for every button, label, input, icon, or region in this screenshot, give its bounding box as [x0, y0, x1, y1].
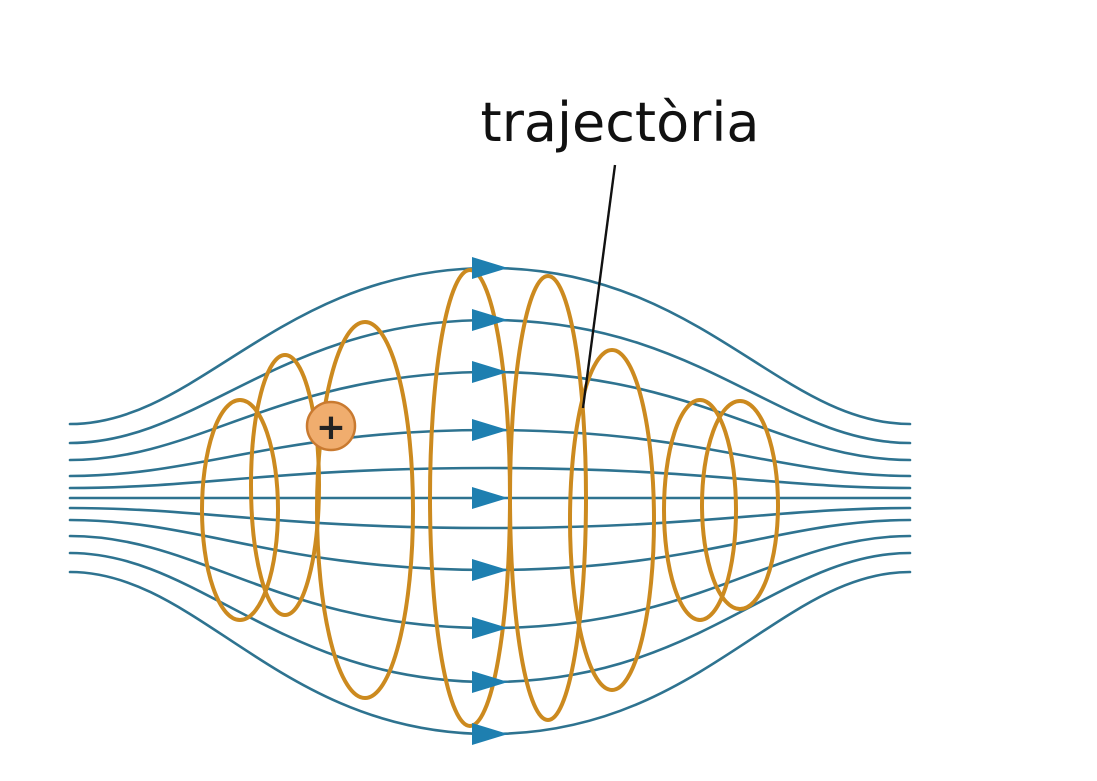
- field-line: [68, 506, 912, 530]
- arrow-icon: [472, 723, 508, 745]
- arrow-icon: [472, 487, 508, 509]
- particle-trajectory: [200, 268, 780, 728]
- field-line: [68, 266, 912, 426]
- trajectory-loop: [568, 348, 656, 692]
- arrow-icon: [472, 617, 508, 639]
- trajectory-loop: [662, 398, 738, 622]
- positive-charge-circle: [305, 400, 357, 452]
- arrow-icon: [472, 309, 508, 331]
- trajectory-loop: [200, 398, 280, 622]
- label-pointer-line: [581, 164, 617, 409]
- trajectory-loop: [508, 274, 588, 722]
- field-line: [68, 370, 912, 462]
- positive-charge: +: [305, 400, 357, 452]
- arrow-icon: [472, 559, 508, 581]
- trajectory-loop: [700, 399, 780, 611]
- field-line: [68, 466, 912, 490]
- arrow-icon: [472, 361, 508, 383]
- arrow-icon: [472, 419, 508, 441]
- field-line: [68, 534, 912, 630]
- positive-charge-symbol: +: [316, 407, 346, 448]
- trajectory-loop: [249, 353, 321, 617]
- field-line: [68, 570, 912, 736]
- trajectory-loop: [315, 320, 415, 700]
- arrow-icon: [472, 257, 508, 279]
- trajectory-label: trajectòria: [481, 91, 760, 154]
- arrow-icon: [472, 671, 508, 693]
- field-direction-arrows: [472, 257, 508, 745]
